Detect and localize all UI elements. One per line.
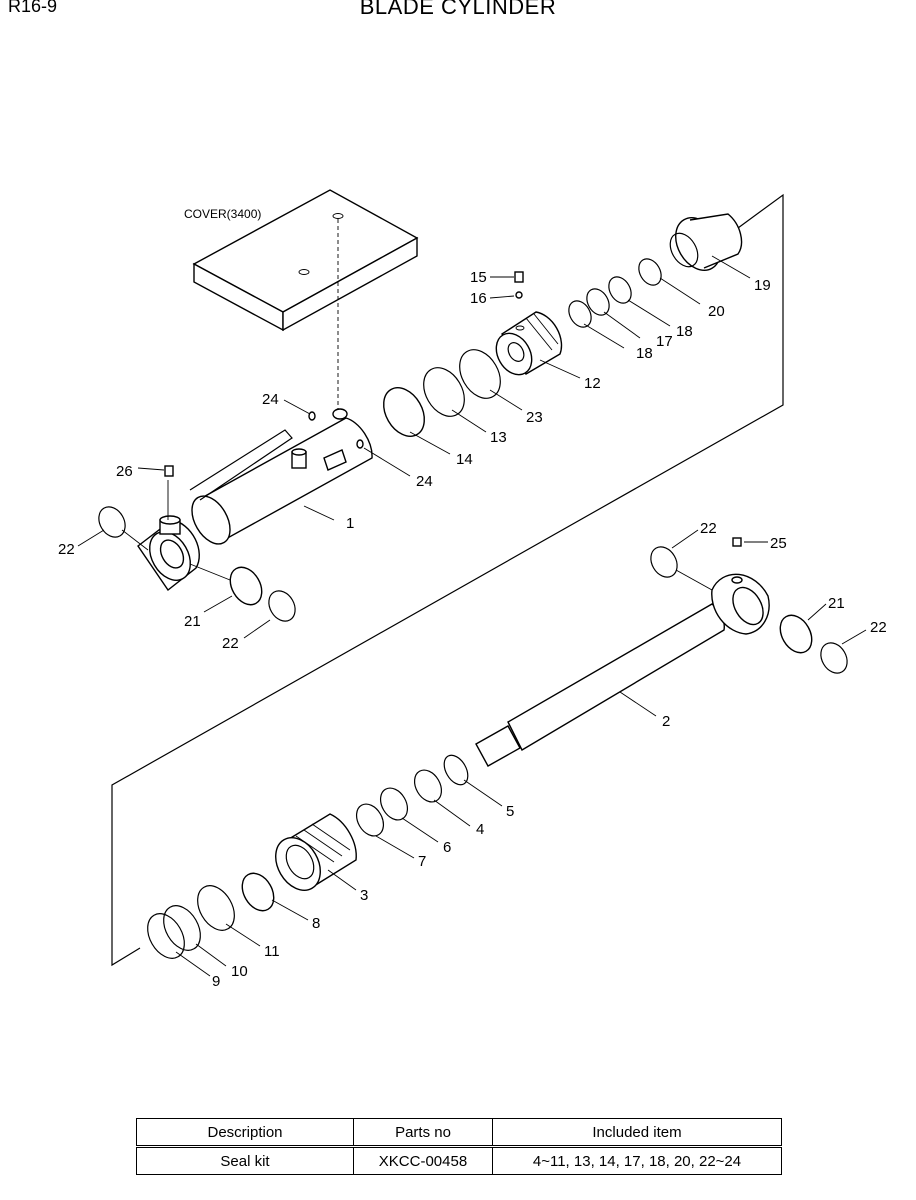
page-code: R16-9 [8, 0, 58, 16]
table-row: Seal kit XKCC-00458 4~11, 13, 14, 17, 18… [136, 1146, 782, 1175]
seal-rings [98, 213, 848, 959]
rod-gland [275, 813, 357, 891]
callout-22-right: 22 [870, 619, 887, 636]
seal-kit-table: Description Parts no Included item Seal … [136, 1118, 782, 1175]
isometric-frame [111, 193, 784, 967]
callout-2: 2 [662, 713, 670, 730]
piston-rod [475, 573, 770, 767]
callout-10: 10 [231, 963, 248, 980]
fittings [164, 271, 742, 547]
callout-23: 23 [526, 409, 543, 426]
callout-15: 15 [470, 269, 487, 286]
callout-13: 13 [490, 429, 507, 446]
header-parts-no: Parts no [353, 1118, 493, 1147]
callout-14: 14 [456, 451, 473, 468]
callout-22-lower: 22 [222, 635, 239, 652]
callout-11: 11 [264, 943, 280, 960]
callout-7: 7 [418, 853, 426, 870]
callout-21-right: 21 [828, 595, 845, 612]
callout-22-rod: 22 [700, 520, 717, 537]
callout-1: 1 [346, 515, 354, 532]
callout-9: 9 [212, 973, 220, 990]
callout-25: 25 [770, 535, 787, 552]
callout-3: 3 [360, 887, 368, 904]
callout-18-lower: 18 [636, 345, 653, 362]
callout-22-left: 22 [58, 541, 75, 558]
page-title: BLADE CYLINDER [359, 0, 557, 19]
callout-6: 6 [443, 839, 451, 856]
cylinder-tube [137, 408, 373, 592]
cover-label: COVER(3400) [184, 207, 261, 221]
callout-12: 12 [584, 375, 601, 392]
cell-description: Seal kit [136, 1146, 354, 1175]
piston [495, 311, 563, 376]
header-included-item: Included item [492, 1118, 782, 1147]
table-header-row: Description Parts no Included item [136, 1118, 782, 1147]
callout-4: 4 [476, 821, 484, 838]
header-description: Description [136, 1118, 354, 1147]
callout-5: 5 [506, 803, 514, 820]
callout-26: 26 [116, 463, 133, 480]
exploded-parts-diagram: COVER(3400) 1 2 3 4 5 6 7 8 9 10 11 12 1… [58, 189, 887, 990]
cell-parts-no: XKCC-00458 [353, 1146, 493, 1175]
callout-20: 20 [708, 303, 725, 320]
leader-lines [77, 255, 867, 977]
callout-18-upper: 18 [676, 323, 693, 340]
callout-19: 19 [754, 277, 771, 294]
callout-21-left: 21 [184, 613, 201, 630]
callout-24-upper: 24 [262, 391, 279, 408]
callout-24-lower: 24 [416, 473, 433, 490]
cell-included-item: 4~11, 13, 14, 17, 18, 20, 22~24 [492, 1146, 782, 1175]
callout-16: 16 [470, 290, 487, 307]
callout-8: 8 [312, 915, 320, 932]
callout-17: 17 [656, 333, 673, 350]
cover-plate [192, 189, 419, 410]
